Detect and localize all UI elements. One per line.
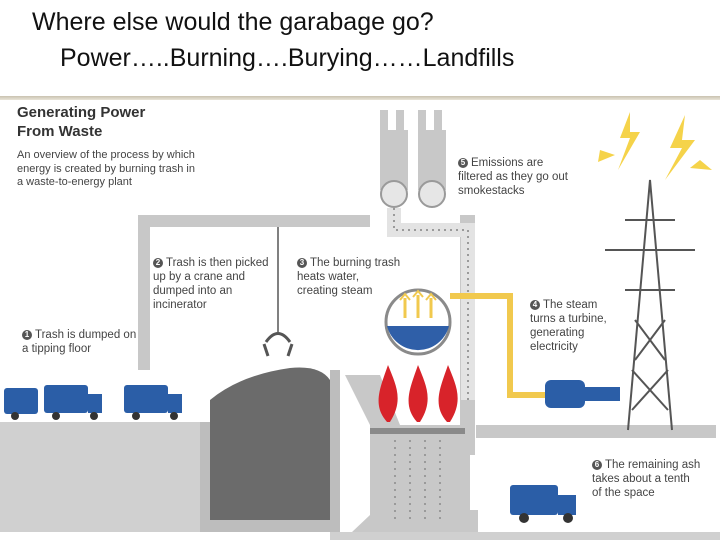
lightning-icon bbox=[598, 112, 712, 180]
smokestacks bbox=[380, 110, 446, 208]
step-text: The burning trash heats water, creating … bbox=[297, 257, 401, 297]
filter-icon bbox=[380, 180, 408, 208]
garbage-truck bbox=[44, 385, 102, 420]
step-text: The remaining ash takes about a tenth of… bbox=[592, 459, 701, 499]
tipping-floor bbox=[0, 422, 200, 532]
turbine-icon bbox=[545, 380, 620, 408]
water bbox=[387, 326, 449, 351]
flame-icon bbox=[408, 365, 428, 422]
garbage-truck bbox=[510, 485, 576, 523]
step-text: Emissions are filtered as they go out sm… bbox=[458, 157, 568, 197]
title-divider bbox=[0, 96, 720, 100]
step-text: The steam turns a turbine, generating el… bbox=[530, 299, 607, 353]
step-number: 2 bbox=[153, 258, 163, 268]
flame-icon bbox=[438, 365, 458, 422]
emission-particles bbox=[393, 208, 469, 400]
slide-title-line-1: Where else would the garabage go? bbox=[32, 8, 434, 36]
building-floor-right bbox=[476, 425, 716, 438]
grate bbox=[370, 428, 465, 434]
diagram-heading-line-2: From Waste bbox=[17, 123, 103, 140]
garbage-truck bbox=[4, 388, 38, 420]
step-text: Trash is dumped on a tipping floor bbox=[22, 329, 137, 355]
flame-icon bbox=[378, 365, 398, 422]
garbage-truck bbox=[124, 385, 182, 420]
trash-pile bbox=[210, 367, 330, 520]
step-number: 3 bbox=[297, 258, 307, 268]
step-number: 4 bbox=[530, 300, 540, 310]
waste-to-energy-diagram bbox=[0, 110, 720, 540]
filter-icon bbox=[418, 180, 446, 208]
step-number: 5 bbox=[458, 158, 468, 168]
building-wall-left bbox=[138, 215, 150, 370]
step-number: 1 bbox=[22, 330, 32, 340]
ground-right bbox=[330, 532, 720, 540]
steam-pipe bbox=[450, 293, 545, 398]
step-text: Trash is then picked up by a crane and d… bbox=[153, 257, 269, 311]
power-pylon-icon bbox=[605, 179, 695, 431]
steam-arrows-icon bbox=[403, 295, 433, 318]
crane bbox=[262, 227, 294, 357]
slide-title-area: Where else would the garabage go? Power…… bbox=[0, 0, 720, 100]
boiler bbox=[384, 288, 452, 356]
slide-title-line-2: Power…..Burning….Burying……Landfills bbox=[60, 44, 515, 72]
diagram-heading-line-1: Generating Power bbox=[17, 104, 146, 121]
step-number: 6 bbox=[592, 460, 602, 470]
crane-claw-icon bbox=[264, 332, 292, 343]
diagram-intro: An overview of the process by which ener… bbox=[17, 149, 195, 188]
building-roof bbox=[138, 215, 370, 227]
flames bbox=[378, 365, 458, 422]
